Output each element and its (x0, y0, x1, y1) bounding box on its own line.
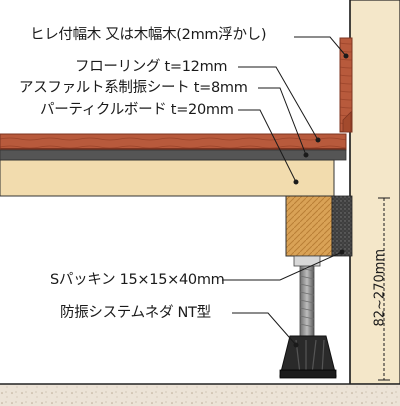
dimension-label: 82~270mm (372, 248, 388, 327)
label-s-packing: Sパッキン 15×15×40mm (50, 272, 225, 288)
concrete-slab (0, 384, 400, 406)
label-bolt: 防振システムネダ NT型 (60, 305, 211, 321)
particleboard-layer (0, 159, 335, 197)
label-sound-sheet: アスファルト系制振シート t=8mm (19, 80, 248, 96)
sound-damping-sheet (0, 149, 347, 161)
label-particleboard: パーティクルボード t=20mm (40, 102, 234, 118)
leader-lines (222, 36, 349, 348)
label-baseboard: ヒレ付幅木 又は木幅木(2mm浮かし) (30, 27, 267, 43)
label-flooring: フローリング t=12mm (75, 59, 228, 75)
flooring-layer (0, 133, 347, 151)
dimension-line (378, 197, 390, 381)
joist-block (285, 195, 333, 257)
s-packing (331, 195, 353, 257)
